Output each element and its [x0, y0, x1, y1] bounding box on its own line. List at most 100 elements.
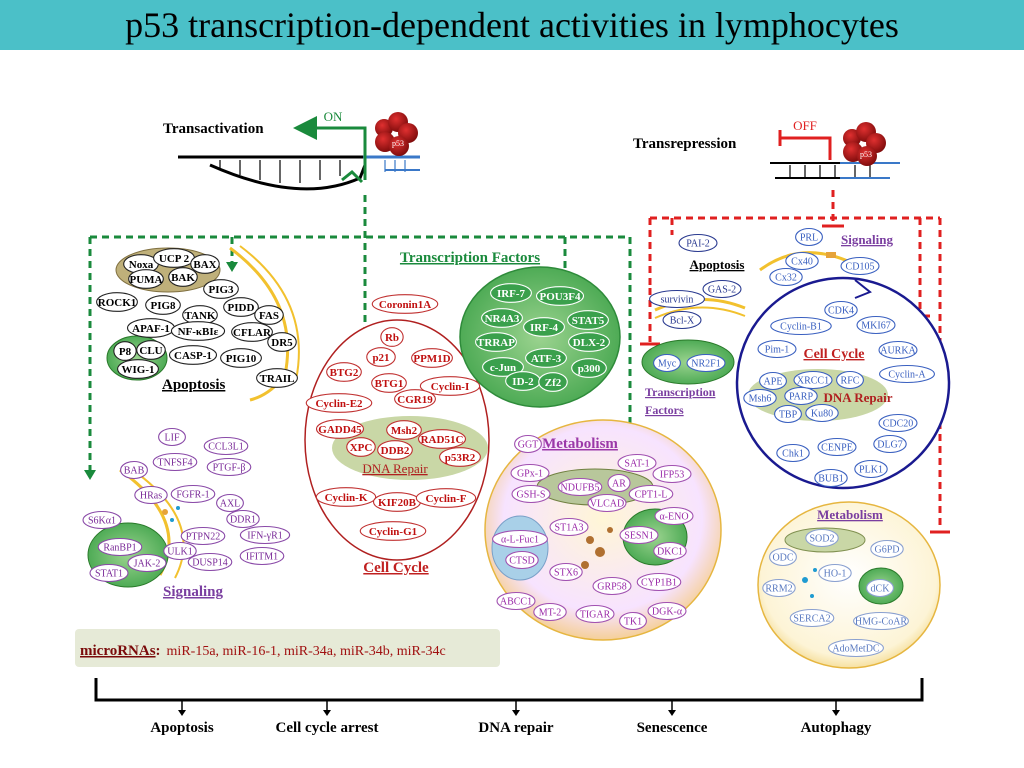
gene-label-msh2: Msh2: [391, 425, 418, 437]
gene-label-aurka: AURKA: [880, 346, 916, 357]
gene-label-tbp: TBP: [779, 410, 798, 421]
gene-node-nr4a3: [481, 308, 523, 328]
gene-node-ulk1: [163, 541, 197, 561]
gene-label-cd105: CD105: [846, 262, 875, 273]
gene-label-prl: PRL: [800, 233, 818, 244]
gene-node-ku80: [805, 403, 839, 423]
gene-label-dr5: DR5: [271, 337, 293, 349]
microrna-text: microRNAs:miR-15a, miR-16-1, miR-34a, mi…: [80, 643, 446, 659]
gene-label-tigar: TIGAR: [580, 610, 611, 621]
gene-node-p8: [113, 341, 137, 361]
gene-label-parp: PARP: [789, 392, 814, 403]
gene-node-st1a3: [549, 517, 589, 537]
gene-node-dr5: [267, 332, 297, 352]
gene-node-cyclin-a: [879, 364, 935, 384]
gene-node-ggt: [514, 434, 542, 454]
gene-node-parp: [784, 386, 818, 406]
outcome-dna-repair: DNA repair: [478, 720, 553, 736]
gene-label-cflar: CFLAR: [233, 327, 272, 339]
gene-node-ifitm1: [239, 546, 285, 566]
gene-node-cpt1-l: [628, 484, 674, 504]
gene-label-bax: BAX: [193, 259, 216, 271]
gene-node-sod2: [805, 528, 839, 548]
gene-label-bcl-x: Bcl-X: [670, 316, 695, 327]
gene-node-l-fuc1: [492, 529, 548, 549]
gene-label-jak-2: JAK-2: [134, 559, 161, 570]
gene-label-dlg7: DLG7: [877, 440, 903, 451]
gene-label-trail: TRAIL: [260, 373, 295, 385]
gene-label-gadd45: GADD45: [318, 424, 362, 436]
gene-node-tigar: [575, 604, 615, 624]
gene-label-ifn-r1: IFN-γR1: [247, 531, 283, 542]
gene-node-p300: [571, 358, 607, 378]
gene-label-cenpe: CENPE: [821, 443, 853, 454]
gene-node-bab: [120, 460, 148, 480]
gene-label-dgk: DGK-α: [652, 607, 683, 618]
gene-label-stx6: STX6: [554, 568, 578, 579]
gene-label-st1a3: ST1A3: [555, 523, 584, 534]
gene-node-irf-4: [523, 317, 565, 337]
gene-node-irf-7: [490, 283, 532, 303]
gene-label-nf-bi: NF-κBIε: [178, 326, 219, 338]
gene-label-sesn1: SESN1: [624, 531, 653, 542]
gene-node-tnfsf4: [152, 452, 198, 472]
gene-node-gsh-s: [511, 484, 551, 504]
gene-label-cx40: Cx40: [791, 257, 813, 268]
gene-label-hmg-coar: HMG-CoAR: [855, 617, 908, 628]
gene-label-clu: CLU: [139, 345, 162, 357]
gene-node-btg2: [326, 362, 362, 382]
gene-label-ulk1: ULK1: [167, 547, 193, 558]
gene-node-ndufb5: [557, 477, 603, 497]
gene-node-survivin: [649, 289, 705, 309]
gene-label-pig8: PIG8: [150, 300, 176, 312]
gene-node-vlcad: [587, 493, 627, 513]
gene-node-cyclin-f: [415, 488, 477, 508]
gene-node-dlg7: [873, 434, 907, 454]
gene-label-ku80: Ku80: [811, 409, 833, 420]
gene-label-stat1: STAT1: [95, 569, 123, 580]
gene-node-cyclin-i: [419, 376, 481, 396]
gene-label-chk1: Chk1: [782, 449, 804, 460]
gene-label-nr4a3: NR4A3: [485, 313, 520, 325]
gene-node-eno: [654, 506, 694, 526]
gene-label-bak: BAK: [171, 272, 195, 284]
gene-node-bak: [168, 267, 198, 287]
gene-node-serca2: [789, 608, 835, 628]
gene-label-p53r2: p53R2: [445, 452, 476, 464]
outcome-cell-cycle-arrest: Cell cycle arrest: [275, 720, 378, 736]
gene-label-xrcc1: XRCC1: [797, 376, 829, 387]
gene-label-plk1: PLK1: [859, 465, 883, 476]
gene-node-bax: [190, 254, 220, 274]
gene-node-pig10: [220, 348, 262, 368]
gene-node-hras: [134, 485, 168, 505]
gene-label-mt-2: MT-2: [539, 608, 561, 619]
gene-node-trrap: [475, 332, 517, 352]
gene-label-fgfr-1: FGFR-1: [176, 490, 209, 501]
gene-label-fas: FAS: [259, 310, 279, 322]
gene-label-id-2: ID-2: [512, 376, 534, 388]
gene-node-odc: [769, 547, 797, 567]
gene-node-nr2f1: [686, 353, 726, 373]
gene-node-ppm1d: [411, 348, 453, 368]
gene-node-stx6: [549, 562, 583, 582]
gene-label-ggt: GGT: [518, 440, 539, 451]
gene-node-cyclin-g1: [359, 521, 427, 541]
microrna-box: microRNAs:miR-15a, miR-16-1, miR-34a, mi…: [75, 629, 500, 667]
gene-node-grp58: [592, 576, 632, 596]
gene-label-wig-1: WIG-1: [122, 364, 155, 376]
gene-node-ccl3l1: [203, 436, 249, 456]
cell-cycle-title-right: Cell Cycle: [803, 347, 864, 362]
gene-label-tk1: TK1: [624, 617, 642, 628]
signaling-title-left: Signaling: [163, 584, 224, 600]
gene-node-rfc: [836, 370, 864, 390]
gene-label-rad51c: RAD51C: [421, 434, 464, 446]
gene-node-adometdc: [828, 638, 884, 658]
tf-title-left: Transcription Factors: [400, 250, 540, 266]
repression-connectors: [648, 190, 942, 528]
gene-label-pig3: PIG3: [208, 284, 234, 296]
gene-label-cyp1b1: CYP1B1: [641, 578, 677, 589]
